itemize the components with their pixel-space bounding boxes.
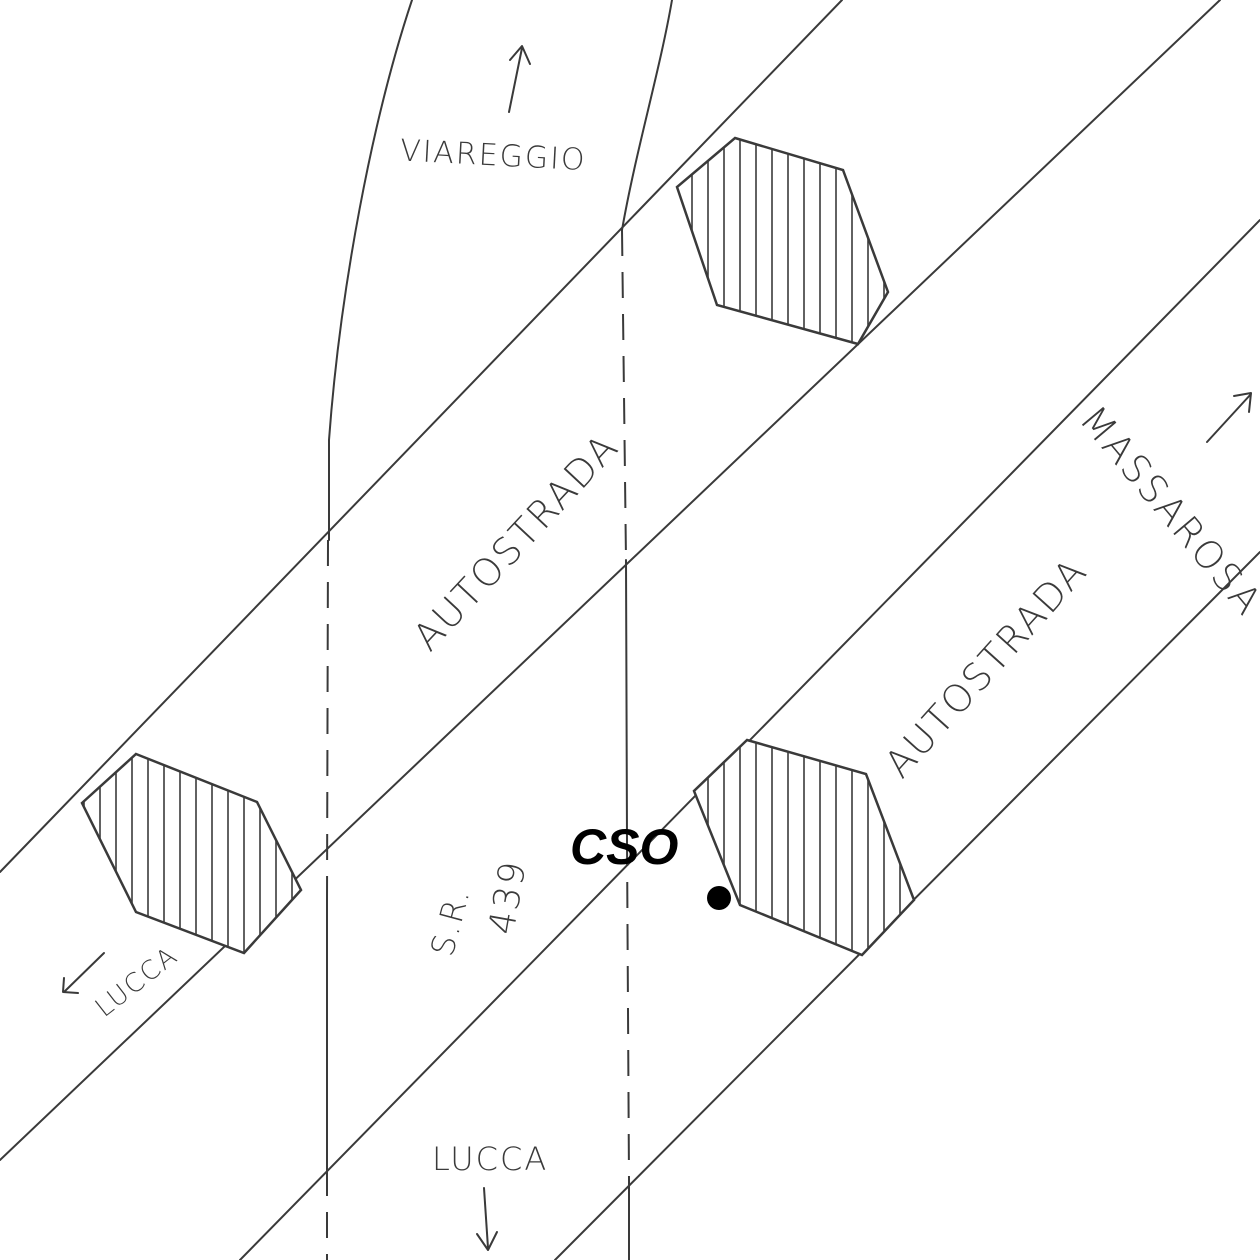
sr439-road xyxy=(326,0,673,1260)
hexagon-upper-hatch xyxy=(677,138,888,344)
arrow-up-icon xyxy=(508,45,531,113)
sr439-left-edge-dashed xyxy=(326,539,329,901)
label-sr-number: 439 xyxy=(481,857,534,938)
label-massarosa: MASSAROSA xyxy=(1071,398,1260,625)
autostrada-north-edge-outer xyxy=(0,0,843,873)
label-viareggio: VIAREGGIO xyxy=(399,133,587,178)
label-lucca-bottom: LUCCA xyxy=(432,1140,548,1178)
hatched-area-upper-right xyxy=(675,136,890,346)
site-marker-icon xyxy=(707,886,731,910)
hatched-area-left xyxy=(80,752,303,955)
arrow-up-right-icon xyxy=(1206,392,1252,443)
sr439-right-edge-middle xyxy=(625,559,628,841)
label-sr-prefix: S.R. xyxy=(423,883,478,960)
sr439-right-edge-lower-dashed xyxy=(626,839,630,1181)
sr439-right-edge-curve xyxy=(621,0,673,231)
arrow-down-icon xyxy=(476,1187,498,1251)
sr439-right-edge-dashed xyxy=(621,229,627,561)
arrow-left-icon xyxy=(62,952,105,994)
hatched-area-lower-right xyxy=(692,738,916,957)
autostrada-north-edge-inner xyxy=(0,0,1221,1161)
hexagon-lower-hatch xyxy=(694,740,914,955)
label-autostrada-north: AUTOSTRADA xyxy=(404,425,627,660)
sr439-left-edge-curve xyxy=(328,0,413,541)
hexagon-left-hatch xyxy=(82,754,301,953)
site-label: CSO xyxy=(570,819,678,875)
